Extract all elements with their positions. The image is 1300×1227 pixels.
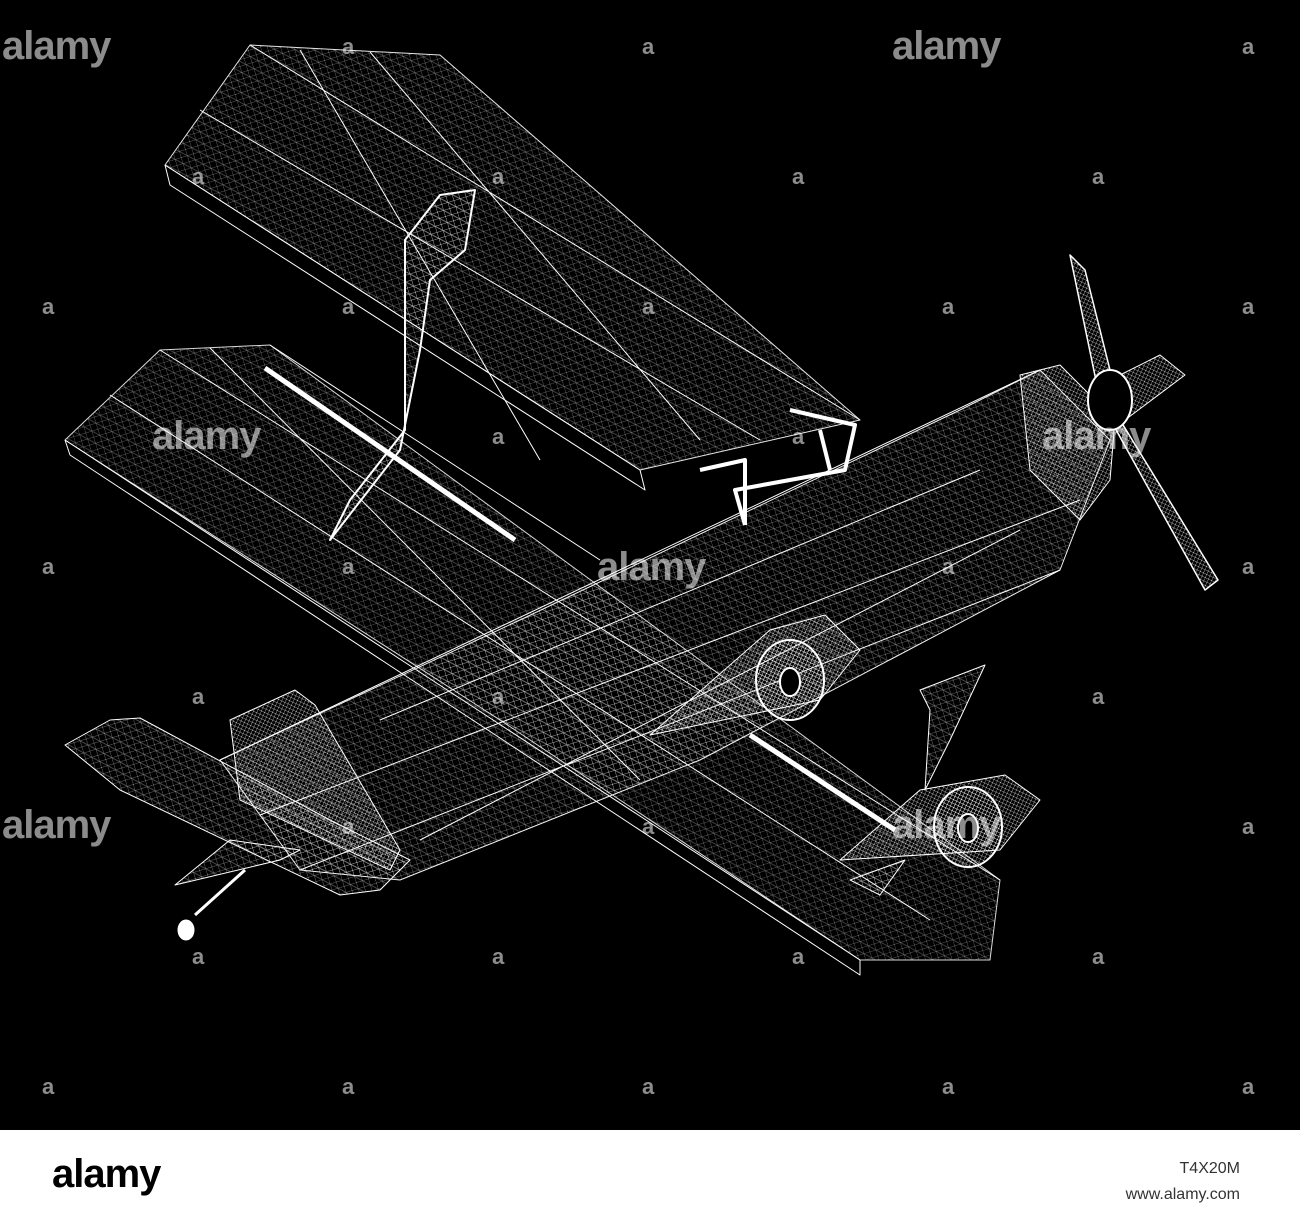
footer-bar: alamy T4X20M www.alamy.com [0, 1130, 1300, 1227]
propeller [1069, 254, 1219, 591]
image-id: T4X20M [1179, 1160, 1240, 1177]
footer-url[interactable]: www.alamy.com [1125, 1186, 1240, 1203]
wireframe-biplane-illustration [64, 44, 1219, 976]
footer-logo[interactable]: alamy [52, 1152, 161, 1196]
tail-assembly [64, 689, 411, 941]
wing-struts [263, 189, 897, 833]
landing-gear [649, 614, 1041, 896]
cabane-struts [699, 408, 857, 526]
image-canvas: alamy alamy alamy alamy alamy alamy alam… [2, 24, 1255, 1099]
